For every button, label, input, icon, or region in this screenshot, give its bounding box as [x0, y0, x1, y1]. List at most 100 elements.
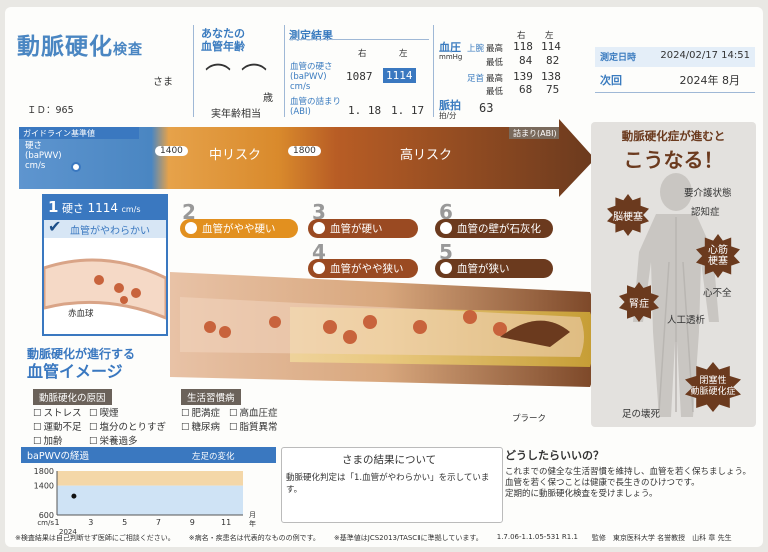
pulse-unit: 拍/分 — [439, 111, 457, 120]
care-label: 要介護状態 — [684, 188, 732, 199]
mid-threshold: 1400 — [155, 146, 188, 156]
check-icon: ✔ — [48, 217, 62, 236]
bp-ankle-min-label: 最低 — [486, 87, 504, 97]
bp-col-left: 左 — [545, 31, 554, 41]
cause-item: 栄養過多 — [89, 433, 138, 447]
bp-ankle-min-r: 68 — [519, 83, 533, 96]
age-unit: 歳 — [263, 93, 273, 104]
image-caption: 動脈硬化が進行する 血管イメージ — [27, 345, 135, 381]
stage-2-text: 血管がやや硬い — [202, 223, 276, 235]
dates-box: 測定日時 2024/02/17 14:51 次回 2024年 8月 — [595, 47, 755, 95]
bp-upper-min-label: 最低 — [486, 58, 504, 68]
body-title2: こうなる！ — [623, 148, 724, 172]
stage-1-text-row: ✔ 血管がやわらかい — [44, 217, 166, 238]
bp-upper-max-label: 最高 — [486, 44, 504, 54]
stage-6-dot — [440, 222, 452, 234]
stage-1-label: 硬さ — [61, 202, 84, 215]
result-box-title: さまの結果について — [342, 454, 437, 466]
stage-3-bubble: 血管が硬い — [308, 219, 418, 238]
x-tick-label: 5 — [122, 518, 127, 527]
y-tick-label: 1800 — [34, 467, 54, 476]
bp-upper-min-r: 84 — [519, 54, 533, 67]
x-tick-label: 7 — [156, 518, 161, 527]
actual-age-label: 実年齢相当 — [211, 109, 261, 120]
pulse-label: 脈拍 — [439, 99, 461, 112]
id-value: 965 — [55, 105, 74, 116]
measured-value: 2024/02/17 14:51 — [660, 50, 750, 61]
cause-item: 塩分のとりすぎ — [89, 419, 167, 433]
divider — [289, 39, 429, 40]
id-label: ＩＤ： — [27, 105, 56, 116]
bp-label: 血圧 — [439, 41, 461, 54]
pad-label2: 動脈硬化症 — [690, 387, 736, 397]
x-tick-label: 1 — [54, 518, 59, 527]
advice-box: どうしたらいいの？ これまでの健全な生活習慣を維持し、血管を若く保ちましょう。 … — [505, 447, 757, 523]
lifestyle-item: 肥満症 — [181, 405, 221, 419]
stage-1-unit: cm/s — [121, 205, 141, 214]
foot-label: 足の壊死 — [622, 409, 661, 420]
abi-label2: (ABI) — [290, 107, 311, 117]
cause-item: 喫煙 — [89, 405, 119, 419]
y-unit-label: cm/s — [37, 519, 54, 527]
y-tick-label: 600 — [39, 511, 54, 520]
vascular-age-label: あなたの 血管年齢 — [201, 27, 245, 53]
vascular-age-line2: 血管年齢 — [201, 40, 245, 53]
bp-unit: mmHg — [439, 53, 463, 61]
kidney-label: 腎症 — [629, 298, 649, 310]
bp-col-right: 右 — [517, 31, 526, 41]
hf-label: 心不全 — [703, 288, 732, 299]
bp-ankle-min-l: 75 — [546, 83, 560, 96]
measured-row: 測定日時 2024/02/17 14:51 — [595, 47, 755, 67]
next-row: 次回 2024年 8月 — [595, 67, 755, 93]
high-risk-label: 高リスク — [400, 148, 453, 163]
bp-ankle-max-label: 最高 — [486, 74, 504, 84]
advice-line1: これまでの健全な生活習慣を維持し、血管を若く保ちましょう。 — [505, 467, 751, 477]
plaque-label: プラーク — [512, 414, 547, 424]
title-main: 動脈硬化 — [17, 34, 113, 60]
next-label: 次回 — [600, 74, 622, 87]
human-body-image — [633, 173, 719, 417]
vascular-age-line1: あなたの — [201, 27, 245, 40]
results-col-right: 右 — [358, 49, 367, 59]
footer: ※検査結果は自己判断せず医師にご相談ください。 ※病名・疾患名は代表的なものの例… — [15, 533, 755, 543]
lifestyle-item: 高血圧症 — [229, 405, 278, 419]
measured-label: 測定日時 — [600, 53, 637, 63]
trend-legend: 左足の変化 — [192, 452, 235, 462]
bapwv-right-value: 1087 — [346, 70, 373, 83]
bapwv-left-value: 1114 — [383, 68, 416, 83]
x-tick-label: 3 — [88, 518, 93, 527]
risk-band-mid — [57, 471, 243, 486]
x-unit2-label: 年 — [249, 519, 256, 528]
stage-1-value: 1114 — [87, 201, 118, 215]
hardness-label: 硬さ (baPWV) cm/s — [25, 141, 62, 171]
pad-label1: 閉塞性 — [699, 376, 727, 386]
abi-label1: 血管の詰まり — [290, 97, 342, 107]
stage-3-text: 血管が硬い — [330, 223, 383, 235]
result-box-text: 動脈硬化判定は「1.血管がやわらかい」を示しています。 — [286, 473, 490, 495]
report-sheet: 動脈硬化検査 さま ＩＤ：965 あなたの 血管年齢 ⌒⌒ 歳 実年齢相当 測定… — [5, 7, 763, 547]
cause-item: 加齢 — [33, 433, 63, 447]
divider — [284, 25, 285, 117]
hardness-label2: (baPWV) — [25, 151, 62, 161]
high-threshold: 1800 — [288, 146, 321, 156]
stage-1-header: 1 硬さ 1114 cm/s — [44, 196, 166, 220]
body-title1: 動脈硬化症が進むと — [621, 129, 726, 143]
divider — [433, 25, 434, 117]
body-panel: 動脈硬化症が進むと こうなる！ 脳梗塞 要介護状態 認知症 心筋梗塞 心不全 腎… — [591, 122, 756, 427]
stage-6-bubble: 血管の壁が石灰化 — [435, 219, 553, 238]
x-year-label: 2024 — [59, 528, 77, 535]
trend-header: baPWVの経過 左足の変化 — [21, 447, 276, 463]
stage-4-text: 血管がやや狭い — [330, 263, 404, 275]
stroke-label: 脳梗塞 — [613, 211, 643, 223]
dialysis-label: 人工透析 — [667, 315, 706, 326]
hardness-label1: 硬さ — [25, 141, 43, 151]
pulse-value: 63 — [479, 101, 494, 115]
vessel-progression-image — [170, 272, 600, 387]
stage-2-bubble: 血管がやや硬い — [180, 219, 298, 238]
rbc-label: 赤血球 — [68, 309, 94, 319]
dementia-label: 認知症 — [691, 207, 720, 218]
stage-4-bubble: 血管がやや狭い — [308, 259, 418, 278]
advice-title: どうしたらいいの？ — [505, 449, 604, 462]
bapwv-label1: 血管の硬さ — [290, 62, 333, 72]
